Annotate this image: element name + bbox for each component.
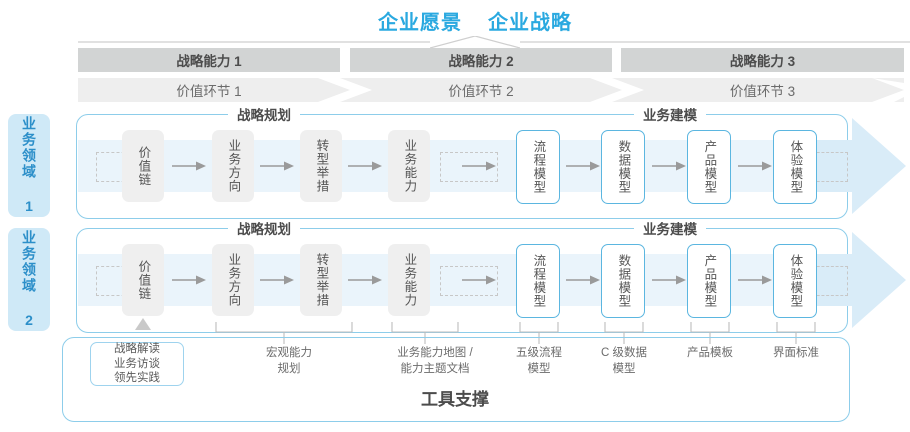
strategic-capability-label-1: 战略能力 1 bbox=[176, 54, 242, 69]
foot-node-line-1: 战略解读 bbox=[114, 343, 160, 356]
foot-label-line-2: 规划 bbox=[277, 362, 301, 375]
node-business-capability-2[interactable]: 业务能力 bbox=[388, 244, 430, 316]
foot-node-line-3: 领先实践 bbox=[114, 372, 160, 385]
node-label: 流程模型 bbox=[531, 140, 546, 194]
foot-label-line-1: C 级数据 bbox=[601, 347, 647, 359]
foot-label-c-level-data: C 级数据 模型 bbox=[579, 346, 669, 377]
arrow-icon bbox=[462, 161, 496, 171]
node-business-direction-1[interactable]: 业务方向 bbox=[212, 130, 254, 202]
foot-label-line-1: 界面标准 bbox=[773, 347, 819, 359]
section-title-strategy-planning-1: 战略规划 bbox=[228, 106, 300, 123]
node-data-model-2[interactable]: 数据模型 bbox=[601, 244, 645, 318]
strategic-capability-label-2: 战略能力 2 bbox=[448, 54, 514, 69]
node-experience-model-2[interactable]: 体验模型 bbox=[773, 244, 817, 318]
foot-label-ui-standard: 界面标准 bbox=[751, 346, 841, 362]
flow-placeholder-end-1 bbox=[812, 152, 848, 182]
value-stage-label-3: 价值环节 3 bbox=[729, 84, 796, 99]
tool-support-title: 工具支撑 bbox=[421, 390, 489, 409]
foot-node-line-2: 业务访谈 bbox=[114, 357, 160, 370]
node-label: 业务方向 bbox=[226, 139, 241, 193]
section-title-business-modeling-2: 业务建模 bbox=[634, 220, 706, 237]
arrow-icon bbox=[652, 161, 686, 171]
vision-strategy-header: 企业愿景 企业战略 bbox=[330, 5, 620, 35]
section-title-business-modeling-1: 业务建模 bbox=[634, 106, 706, 123]
node-label: 体验模型 bbox=[788, 254, 803, 308]
node-label: 产品模型 bbox=[702, 254, 717, 308]
section-title-strategy-planning-2: 战略规划 bbox=[228, 220, 300, 237]
arrow-icon bbox=[260, 161, 294, 171]
enterprise-vision-title: 企业愿景 bbox=[378, 11, 462, 34]
business-domain-label-1: 业务领域 1 bbox=[21, 115, 38, 216]
value-stage-label-2: 价值环节 2 bbox=[448, 84, 514, 99]
business-domain-tab-1[interactable]: 业务领域 1 bbox=[8, 114, 50, 217]
foot-label-five-level-process: 五级流程 模型 bbox=[494, 346, 584, 377]
enterprise-strategy-title: 企业战略 bbox=[488, 11, 572, 34]
node-label: 价值链 bbox=[136, 145, 151, 187]
strategic-capability-bar-3[interactable]: 战略能力 3 bbox=[621, 48, 904, 72]
foot-label-line-2: 模型 bbox=[527, 362, 551, 375]
foot-label-line-1: 产品模板 bbox=[687, 347, 733, 359]
arrow-icon bbox=[462, 275, 496, 285]
arrow-icon bbox=[260, 275, 294, 285]
tool-support-container bbox=[62, 337, 850, 422]
business-domain-tab-2[interactable]: 业务领域 2 bbox=[8, 228, 50, 331]
strategic-capability-bar-1[interactable]: 战略能力 1 bbox=[78, 48, 340, 72]
node-value-chain-2[interactable]: 价值链 bbox=[122, 244, 164, 316]
arrow-icon bbox=[652, 275, 686, 285]
node-label: 业务方向 bbox=[226, 253, 241, 307]
node-process-model-1[interactable]: 流程模型 bbox=[516, 130, 560, 204]
node-transformation-measures-2[interactable]: 转型举措 bbox=[300, 244, 342, 316]
node-label: 体验模型 bbox=[788, 140, 803, 194]
arrow-icon bbox=[566, 161, 600, 171]
peak-connector-icon bbox=[430, 36, 520, 48]
arrow-icon bbox=[172, 161, 206, 171]
node-business-direction-2[interactable]: 业务方向 bbox=[212, 244, 254, 316]
node-transformation-measures-1[interactable]: 转型举措 bbox=[300, 130, 342, 202]
node-business-capability-1[interactable]: 业务能力 bbox=[388, 130, 430, 202]
node-process-model-2[interactable]: 流程模型 bbox=[516, 244, 560, 318]
node-value-chain-1[interactable]: 价值链 bbox=[122, 130, 164, 202]
foot-label-product-template: 产品模板 bbox=[665, 346, 755, 362]
flow-arrow-head-2 bbox=[790, 232, 906, 328]
foot-label-line-2: 能力主题文档 bbox=[400, 362, 470, 375]
arrow-icon bbox=[566, 275, 600, 285]
arrow-icon bbox=[738, 161, 772, 171]
arrow-icon bbox=[348, 161, 382, 171]
node-label: 转型举措 bbox=[314, 253, 329, 307]
node-label: 业务能力 bbox=[402, 139, 417, 193]
node-label: 数据模型 bbox=[616, 140, 631, 194]
flow-arrow-head-1 bbox=[790, 118, 906, 214]
tool-strategy-interpretation-box[interactable]: 战略解读 业务访谈 领先实践 bbox=[90, 342, 184, 386]
value-chain-chevrons-icon bbox=[318, 78, 904, 102]
foot-label-macro-capability: 宏观能力 规划 bbox=[234, 346, 344, 377]
value-stage-label-1: 价值环节 1 bbox=[176, 84, 242, 99]
flow-placeholder-end-2 bbox=[812, 266, 848, 296]
node-label: 流程模型 bbox=[531, 254, 546, 308]
node-experience-model-1[interactable]: 体验模型 bbox=[773, 130, 817, 204]
node-product-model-2[interactable]: 产品模型 bbox=[687, 244, 731, 318]
header-divider bbox=[78, 41, 910, 43]
node-product-model-1[interactable]: 产品模型 bbox=[687, 130, 731, 204]
arrow-icon bbox=[172, 275, 206, 285]
flow-placeholder-mid-2 bbox=[440, 266, 498, 296]
node-label: 转型举措 bbox=[314, 139, 329, 193]
foot-label-line-1: 五级流程 bbox=[516, 347, 562, 359]
node-label: 产品模型 bbox=[702, 140, 717, 194]
node-label: 业务能力 bbox=[402, 253, 417, 307]
node-label: 价值链 bbox=[136, 259, 151, 301]
foot-label-capability-map: 业务能力地图 / 能力主题文档 bbox=[367, 346, 503, 377]
foot-connectors bbox=[135, 318, 816, 346]
value-chain-band bbox=[78, 78, 904, 102]
business-domain-label-2: 业务领域 2 bbox=[21, 229, 38, 330]
arrow-icon bbox=[348, 275, 382, 285]
foot-label-line-1: 宏观能力 bbox=[266, 347, 312, 359]
foot-label-line-2: 模型 bbox=[612, 362, 636, 375]
foot-label-line-1: 业务能力地图 / bbox=[397, 347, 473, 359]
flow-placeholder-mid-1 bbox=[440, 152, 498, 182]
strategic-capability-label-3: 战略能力 3 bbox=[729, 54, 796, 69]
node-data-model-1[interactable]: 数据模型 bbox=[601, 130, 645, 204]
strategic-capability-bar-2[interactable]: 战略能力 2 bbox=[350, 48, 612, 72]
node-label: 数据模型 bbox=[616, 254, 631, 308]
arrow-icon bbox=[738, 275, 772, 285]
